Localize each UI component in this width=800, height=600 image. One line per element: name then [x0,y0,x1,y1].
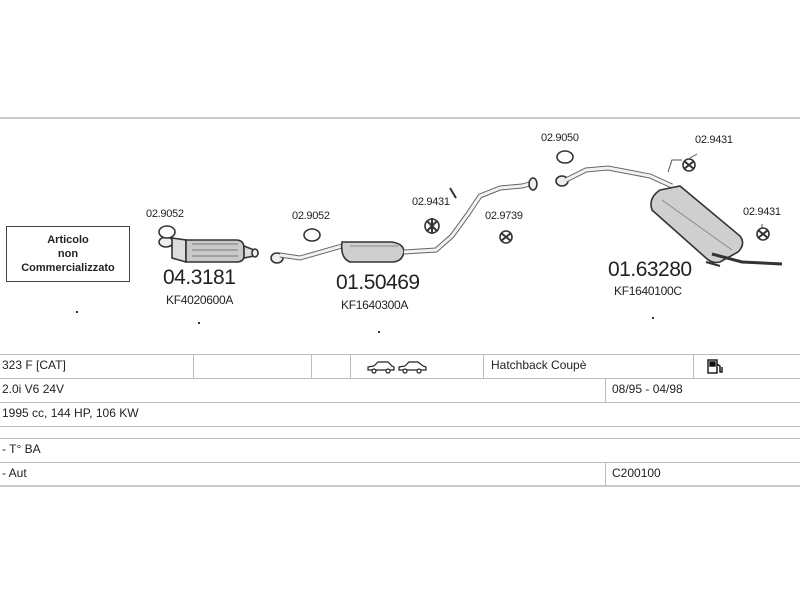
notice-line: Articolo [47,234,89,246]
vehicle-row-note2: - Aut C200100 [0,462,800,485]
gasket-icon [303,228,321,242]
part-reference: KF1640100C [614,284,682,298]
diagram-frame [0,117,800,487]
vehicle-row-engine: 2.0i V6 24V 08/95 - 04/98 [0,378,800,402]
rubber-hanger-icon [424,218,440,234]
gasket-icon [158,225,176,239]
engine-specs: 1995 cc, 144 HP, 106 KW [2,406,139,420]
notice-line: non [57,248,79,260]
hanger-part-number: 02.9431 [695,134,733,146]
table-bottom-border [0,485,800,487]
body-type: Hatchback Coupè [491,358,587,372]
notice-line: Commercializzato [21,262,115,274]
gasket-part-number: 02.9050 [541,132,579,144]
vehicle-row-model: 323 F [CAT] Hatchback Coupè [0,354,800,378]
gasket-part-number: 02.9052 [146,208,184,220]
middle-silencer-pipe [270,177,538,264]
note: - Aut [2,466,27,480]
production-years: 08/95 - 04/98 [612,382,683,396]
part-reference: KF1640300A [341,298,409,312]
vehicle-row-note1: - T° BA [0,438,800,462]
rubber-hanger-icon [756,227,770,241]
not-sold-notice: Articolo non Commercializzato [6,226,130,282]
hanger-part-number: 02.9431 [743,206,781,218]
part-number: 01.50469 [336,271,420,294]
part-reference: KF4020600A [166,293,234,307]
hanger-part-number: 02.9431 [412,196,450,208]
rear-silencer-pipe [555,165,783,267]
dot-marker [76,311,78,313]
exhaust-diagram [158,150,783,267]
gasket-icon [556,150,574,164]
catalog-code: C200100 [612,466,661,480]
hanger-part-number: 02.9739 [485,210,523,222]
part-number: 04.3181 [163,266,236,289]
dot-marker [652,317,654,319]
vehicle-row-specs: 1995 cc, 144 HP, 106 KW [0,402,800,426]
front-pipe-catalyst [158,236,259,264]
dot-marker [378,331,380,333]
car-icon [367,361,427,374]
rubber-hanger-icon [499,230,513,244]
rubber-hanger-icon [682,158,696,172]
fuel-pump-icon [707,359,723,374]
dot-marker [198,322,200,324]
model-name: 323 F [CAT] [2,358,66,372]
gasket-part-number: 02.9052 [292,210,330,222]
note: - T° BA [2,442,41,456]
vehicle-row-spacer [0,426,800,438]
part-number: 01.63280 [608,258,692,281]
engine: 2.0i V6 24V [2,382,65,396]
